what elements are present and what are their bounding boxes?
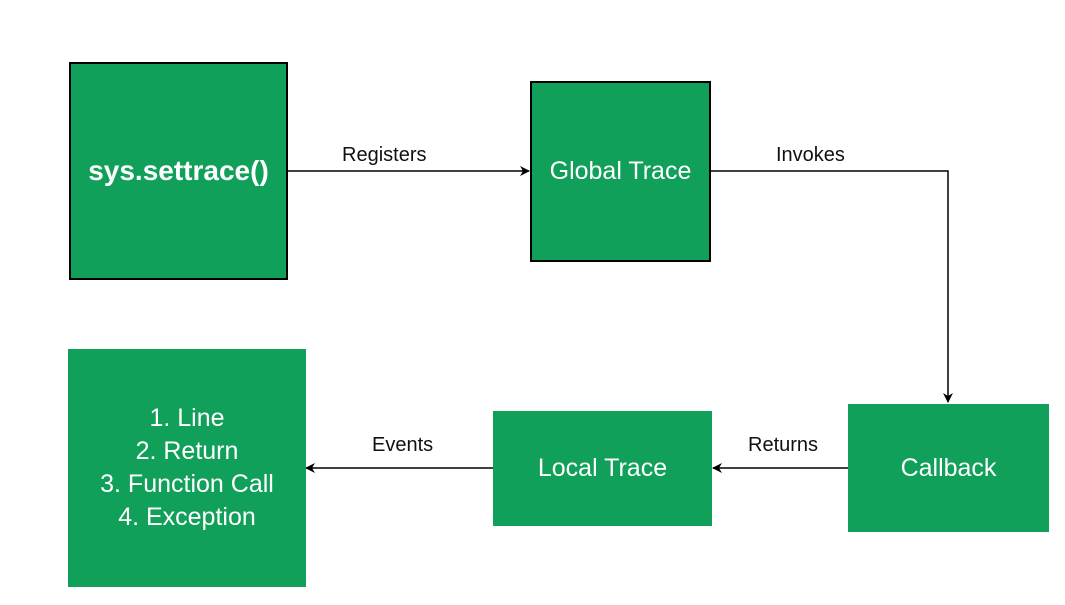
local-trace-label: Local Trace <box>537 454 668 483</box>
edge-label-events: Events <box>372 434 434 456</box>
event-item-return: 2. Return <box>135 437 239 465</box>
event-list: 1. Line 2. Return 3. Function Call 4. Ex… <box>100 402 274 534</box>
global-trace-node: Global Trace <box>530 81 711 262</box>
settrace-node: sys.settrace() <box>69 62 288 280</box>
edge-label-returns: Returns <box>748 434 819 456</box>
settrace-label: sys.settrace() <box>88 154 269 186</box>
edge-label-invokes: Invokes <box>776 144 845 166</box>
edge-label-registers: Registers <box>342 144 427 166</box>
callback-node: Callback <box>848 404 1049 532</box>
callback-label: Callback <box>900 453 997 482</box>
event-item-function-call: 3. Function Call <box>100 470 274 498</box>
edge-invokes-arrow <box>711 170 953 403</box>
event-item-exception: 4. Exception <box>118 503 256 531</box>
local-trace-node: Local Trace <box>493 411 712 526</box>
event-item-line: 1. Line <box>149 404 225 432</box>
global-trace-label: Global Trace <box>549 157 692 186</box>
events-node: 1. Line 2. Return 3. Function Call 4. Ex… <box>68 349 306 587</box>
